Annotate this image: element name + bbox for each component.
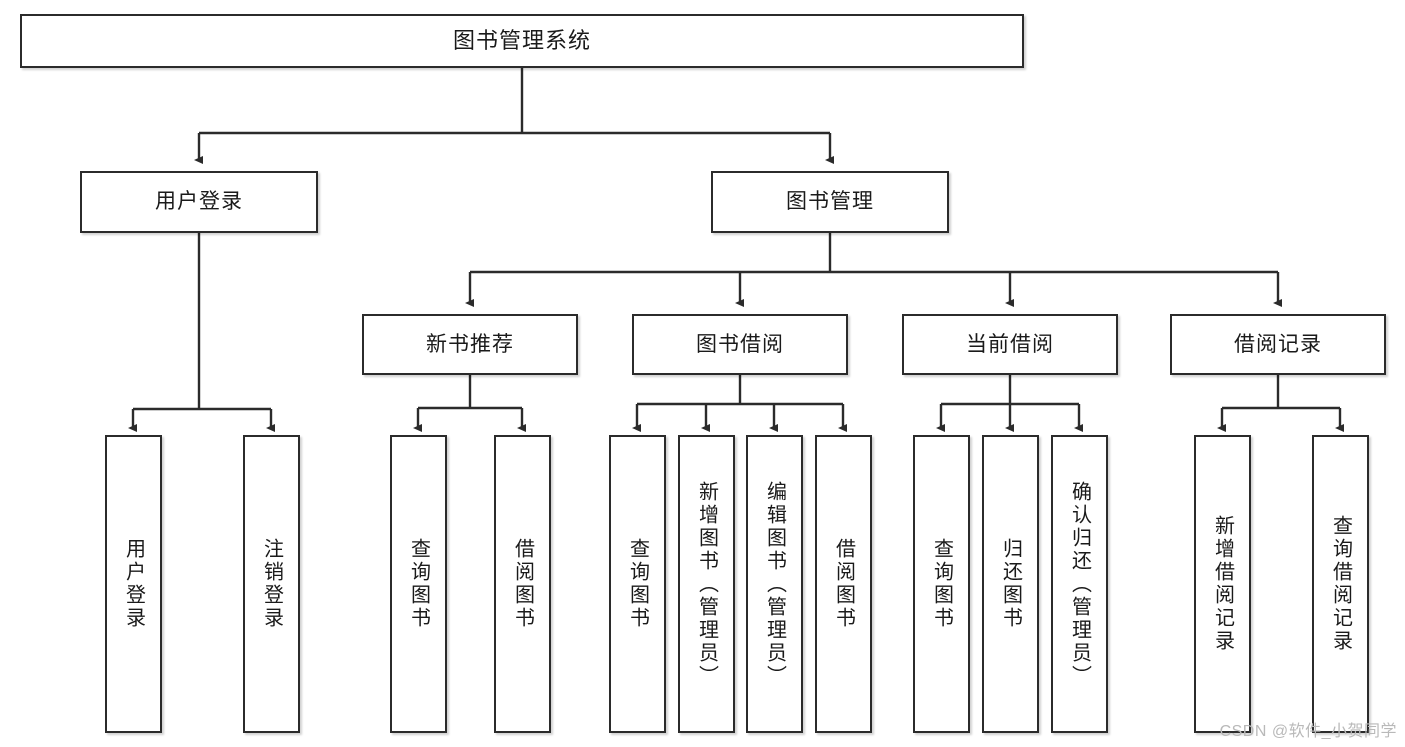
leaf-user-login[interactable]: 用户登录 [105, 435, 162, 733]
leaf-edit-book-admin[interactable]: 编辑图书（管理员） [746, 435, 803, 733]
leaf-add-borrow-record[interactable]: 新增借阅记录 [1194, 435, 1251, 733]
node-borrow-record[interactable]: 借阅记录 [1170, 314, 1386, 375]
leaf-query-borrow-record[interactable]: 查询借阅记录 [1312, 435, 1369, 733]
leaf-logout-login[interactable]: 注销登录 [243, 435, 300, 733]
leaf-query-book-borrow[interactable]: 查询图书 [609, 435, 666, 733]
leaf-confirm-return-admin[interactable]: 确认归还（管理员） [1051, 435, 1108, 733]
leaf-query-book-newbook[interactable]: 查询图书 [390, 435, 447, 733]
csdn-watermark: CSDN @软件_小贺同学 [1219, 723, 1397, 740]
leaf-query-book-current[interactable]: 查询图书 [913, 435, 970, 733]
node-current-borrow[interactable]: 当前借阅 [902, 314, 1118, 375]
leaf-borrow-book-newbook[interactable]: 借阅图书 [494, 435, 551, 733]
leaf-return-book[interactable]: 归还图书 [982, 435, 1039, 733]
node-root-system[interactable]: 图书管理系统 [20, 14, 1024, 68]
node-user-login[interactable]: 用户登录 [80, 171, 318, 233]
node-book-management[interactable]: 图书管理 [711, 171, 949, 233]
leaf-add-book-admin[interactable]: 新增图书（管理员） [678, 435, 735, 733]
node-new-book-recommend[interactable]: 新书推荐 [362, 314, 578, 375]
leaf-borrow-book[interactable]: 借阅图书 [815, 435, 872, 733]
node-book-borrow[interactable]: 图书借阅 [632, 314, 848, 375]
